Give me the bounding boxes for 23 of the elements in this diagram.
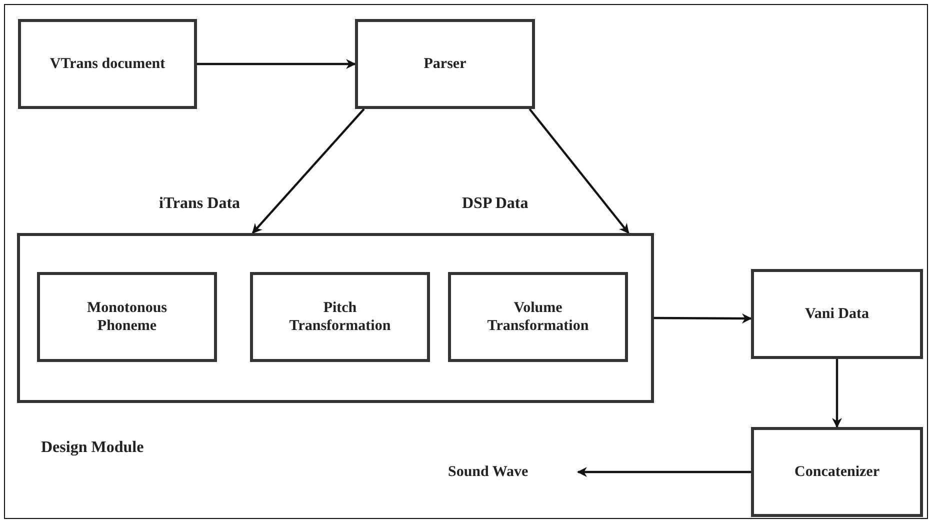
process-box — [355, 19, 535, 109]
box-label: Pitch Transformation — [288, 299, 392, 335]
container-box — [17, 233, 654, 403]
module-caption: Design Module — [41, 439, 144, 457]
arrow — [252, 108, 365, 234]
arrow — [832, 359, 842, 428]
process-box — [250, 272, 430, 362]
box-label: Concatenizer — [794, 463, 880, 481]
process-box — [751, 269, 923, 359]
box-label: Vani Data — [804, 305, 870, 323]
process-box — [37, 272, 217, 362]
output-label: Sound Wave — [448, 463, 528, 481]
arrow — [197, 59, 356, 69]
box-label: Monotonous Phoneme — [86, 299, 168, 335]
arrow — [654, 313, 752, 324]
arrow — [528, 108, 630, 234]
process-box — [448, 272, 628, 362]
process-box — [18, 19, 197, 109]
box-label: Volume Transformation — [486, 299, 590, 335]
box-label: VTrans document — [50, 55, 166, 73]
arrow — [577, 467, 751, 477]
process-box — [751, 427, 923, 517]
box-label: Parser — [424, 55, 466, 73]
